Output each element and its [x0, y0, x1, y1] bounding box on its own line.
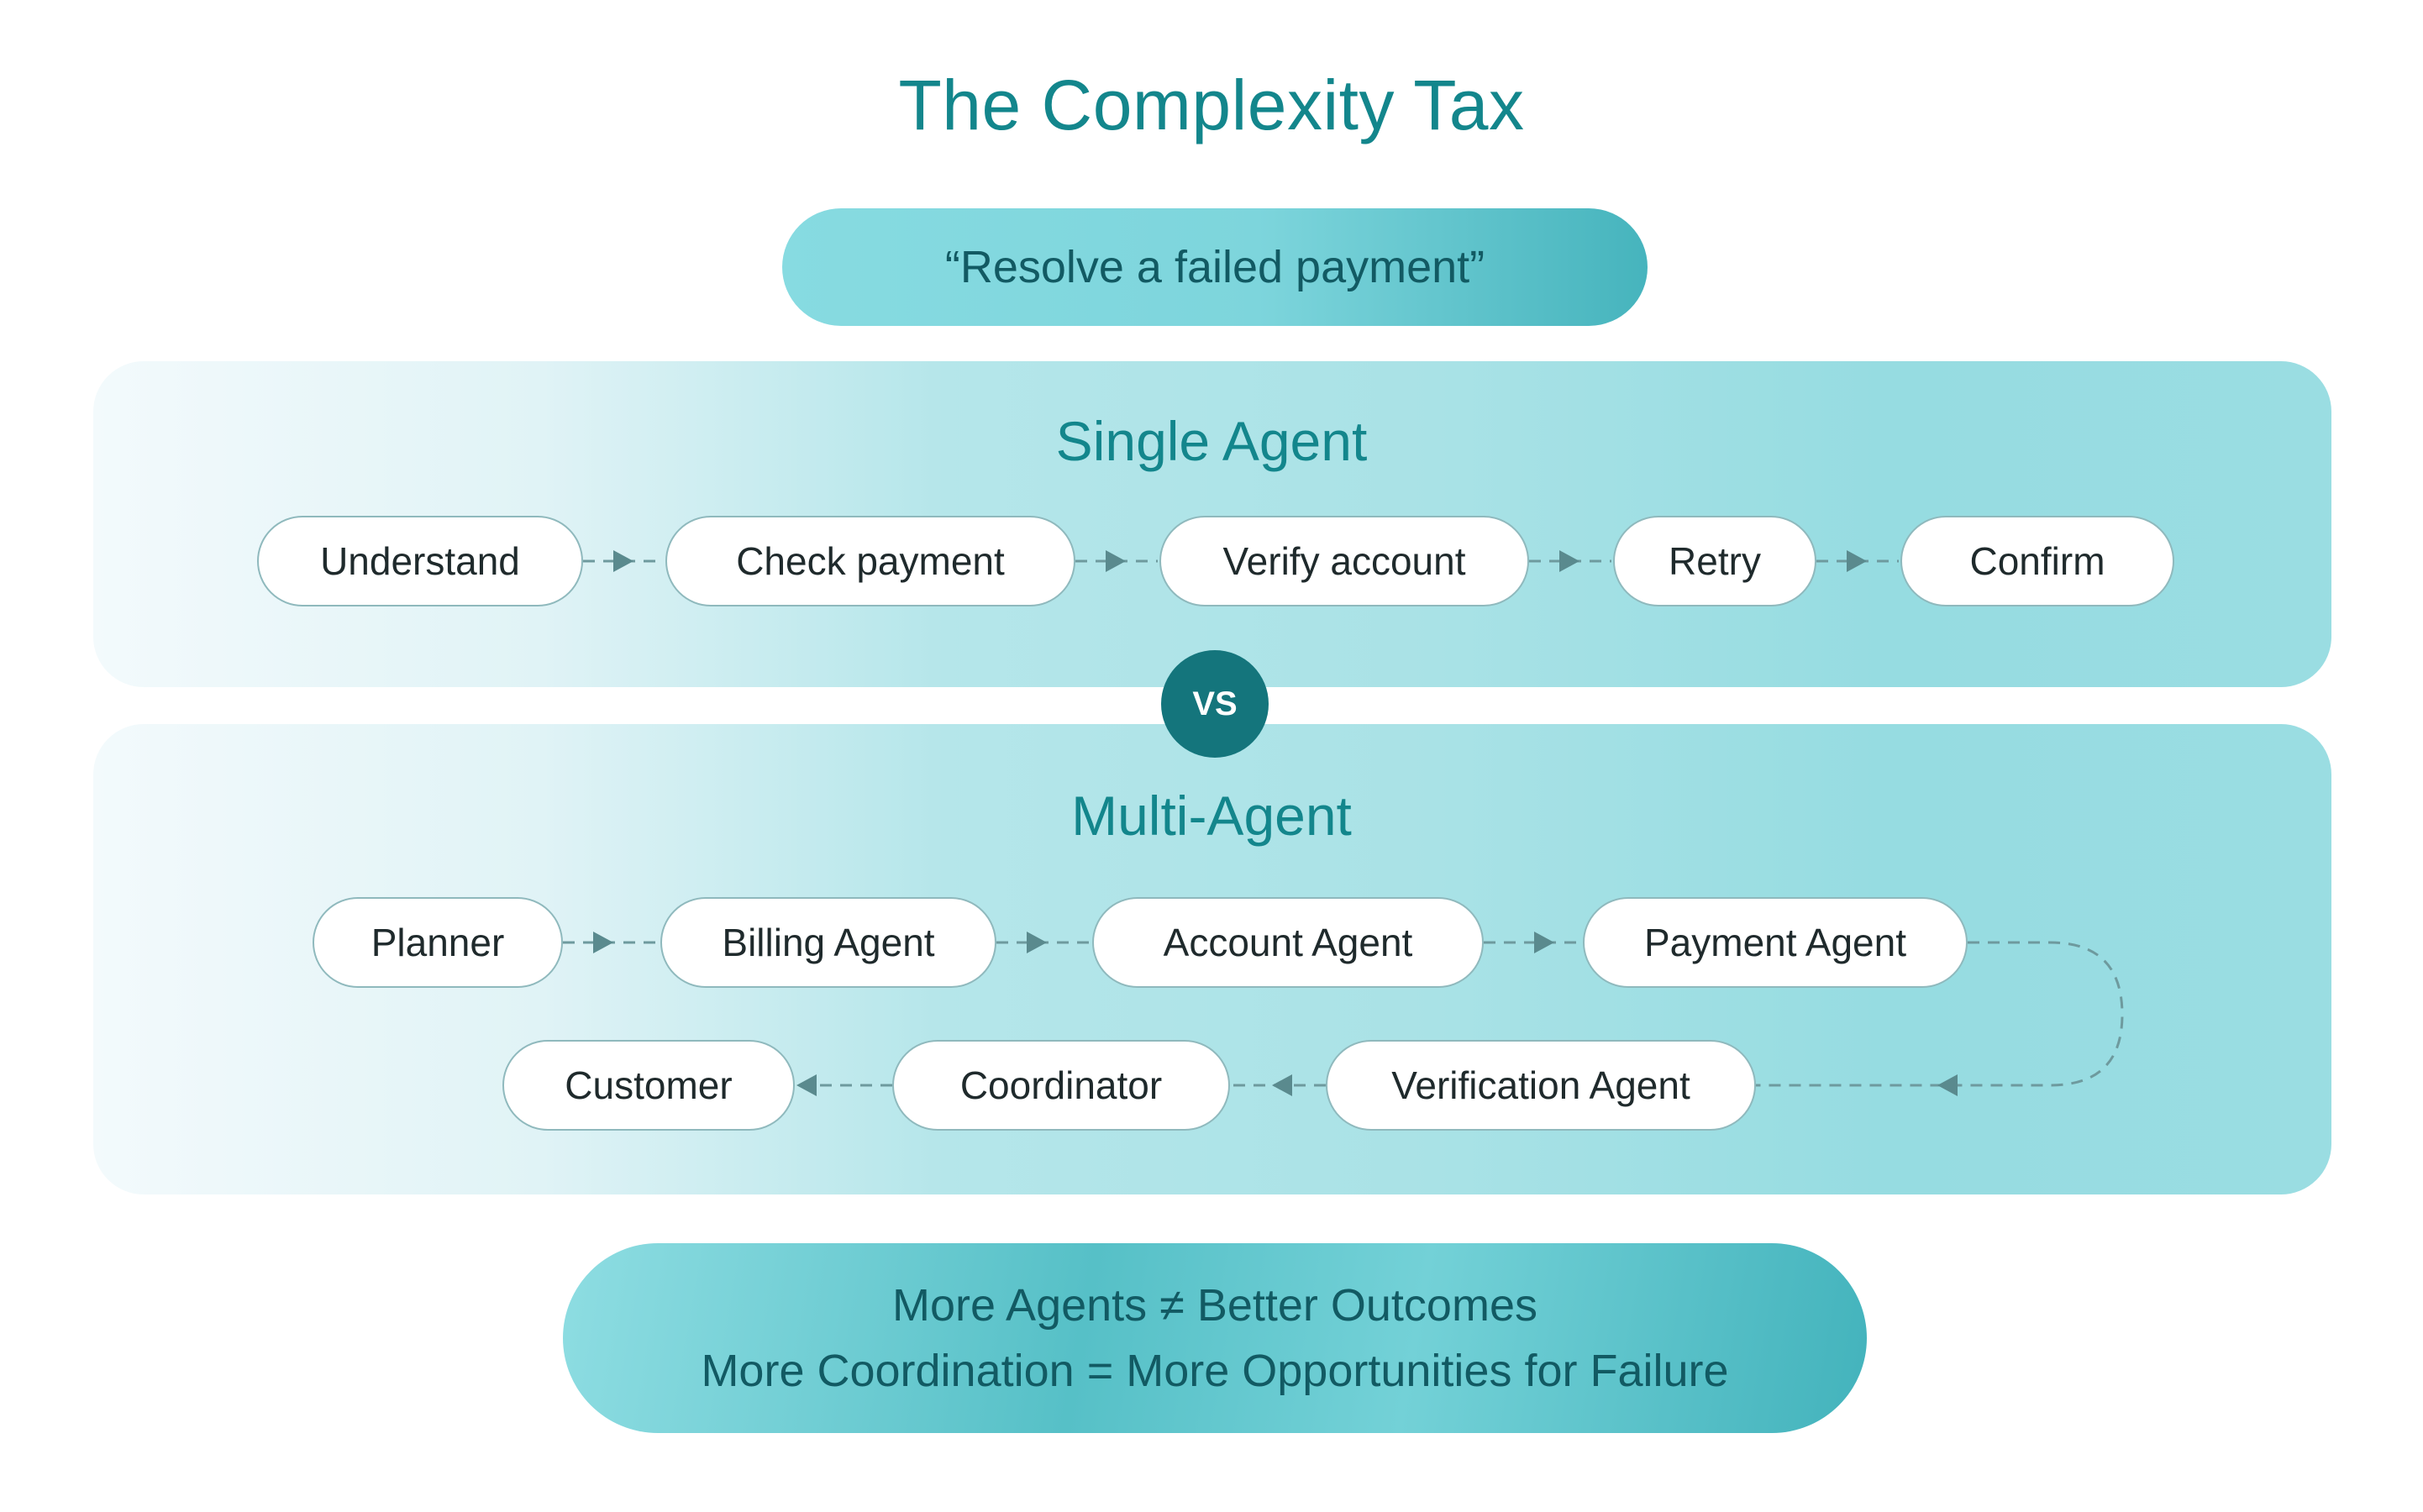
- agent-payment: Payment Agent: [1583, 897, 1968, 988]
- arrow-left-icon: [1937, 1074, 1958, 1096]
- step-understand: Understand: [257, 516, 583, 606]
- task-query-pill: “Resolve a failed payment”: [782, 208, 1648, 326]
- arrow-right-icon: [1027, 932, 1047, 953]
- single-agent-title: Single Agent: [1055, 410, 1368, 472]
- arrow-right-icon: [613, 550, 633, 572]
- loop-connector: [1756, 941, 2124, 1087]
- agent-planner: Planner: [313, 897, 563, 988]
- task-query-text: “Resolve a failed payment”: [944, 242, 1485, 292]
- conclusion-line-2: More Coordination = More Opportunities f…: [701, 1346, 1729, 1396]
- conclusion-line-1: More Agents ≠ Better Outcomes: [892, 1280, 1537, 1331]
- multi-agent-title: Multi-Agent: [1071, 785, 1352, 847]
- agent-account: Account Agent: [1092, 897, 1484, 988]
- arrow-right-icon: [1534, 932, 1554, 953]
- step-retry: Retry: [1613, 516, 1816, 606]
- arrow-left-icon: [1272, 1074, 1292, 1096]
- arrow-left-icon: [796, 1074, 817, 1096]
- vs-badge: VS: [1161, 650, 1269, 758]
- arrow-right-icon: [1559, 550, 1579, 572]
- step-check-payment: Check payment: [665, 516, 1075, 606]
- agent-coordinator: Coordinator: [892, 1040, 1230, 1131]
- agent-customer: Customer: [502, 1040, 795, 1131]
- arrow-right-icon: [593, 932, 613, 953]
- agent-billing: Billing Agent: [660, 897, 996, 988]
- step-confirm: Confirm: [1900, 516, 2174, 606]
- arrow-right-icon: [1106, 550, 1126, 572]
- arrow-right-icon: [1847, 550, 1867, 572]
- conclusion-pill: More Agents ≠ Better Outcomes More Coord…: [563, 1243, 1867, 1433]
- diagram-title: The Complexity Tax: [898, 65, 1525, 144]
- step-verify-account: Verify account: [1159, 516, 1529, 606]
- agent-verification: Verification Agent: [1326, 1040, 1756, 1131]
